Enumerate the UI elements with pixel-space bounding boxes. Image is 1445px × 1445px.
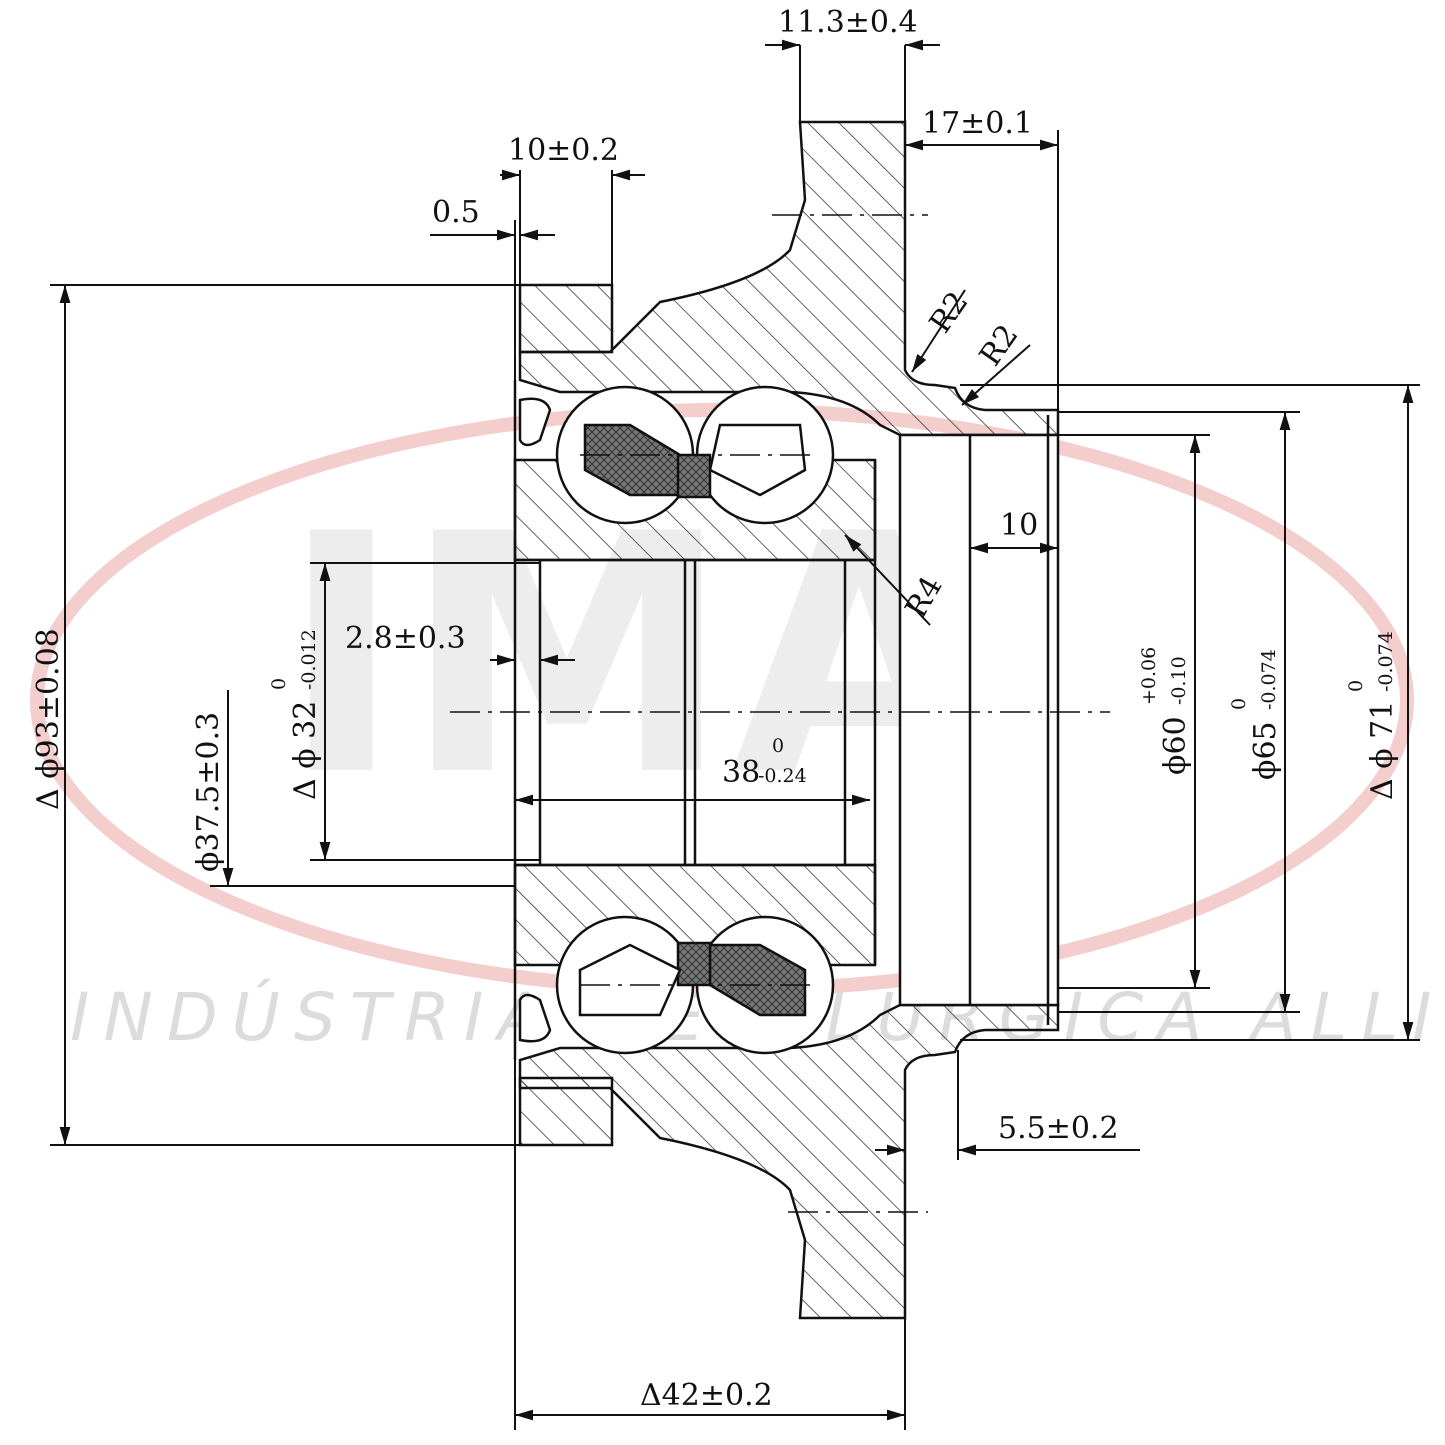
dim-71-lower: -0.074 xyxy=(1375,631,1397,692)
dim-65: ϕ65 xyxy=(1248,721,1283,780)
cage-top-right xyxy=(708,423,807,497)
dim-60-lower: -0.10 xyxy=(1168,656,1190,705)
dim-2-8: 2.8±0.3 xyxy=(345,621,466,656)
dim-38-upper: 0 xyxy=(772,735,784,757)
dim-11-3: 11.3±0.4 xyxy=(778,5,918,40)
seal-bottom xyxy=(518,993,552,1043)
pilot-bore xyxy=(898,433,1060,1007)
dim-38-lower: -0.24 xyxy=(758,765,807,787)
hub-lower-flange xyxy=(518,1003,1060,1320)
dim-71: Δ ϕ 71 xyxy=(1365,701,1400,800)
cage-top-mid xyxy=(676,453,712,499)
dim-37-5: ϕ37.5±0.3 xyxy=(191,712,226,872)
dim-r2-b: R2 xyxy=(973,318,1026,372)
hub-upper-flange xyxy=(518,120,1060,437)
cage-bottom-mid xyxy=(676,941,712,987)
dim-60: ϕ60 xyxy=(1158,716,1193,775)
dim-71-upper: 0 xyxy=(1345,680,1367,692)
dim-10-inner: 10 xyxy=(1000,508,1038,543)
bearing-balls xyxy=(518,385,835,1055)
dimension-lines xyxy=(50,39,1420,1430)
dim-17: 17±0.1 xyxy=(922,106,1033,141)
dim-r2-a: R2 xyxy=(923,285,976,339)
dim-38: 38 xyxy=(722,755,760,790)
dim-32: Δ ϕ 32 xyxy=(288,701,323,800)
dim-32-upper: 0 xyxy=(268,678,290,690)
dim-0-5: 0.5 xyxy=(432,195,480,230)
washer-bottom xyxy=(518,1076,614,1147)
dim-65-upper: 0 xyxy=(1228,698,1250,710)
dim-60-upper: +0.06 xyxy=(1138,647,1160,705)
washer-top xyxy=(518,283,614,354)
dim-10-top: 10±0.2 xyxy=(508,133,619,168)
dim-32-lower: -0.012 xyxy=(298,629,320,690)
dim-5-5: 5.5±0.2 xyxy=(998,1111,1119,1146)
centerlines xyxy=(450,214,1110,1213)
cage-bottom-left xyxy=(578,943,682,1017)
dim-42: Δ42±0.2 xyxy=(640,1378,773,1413)
dim-93: Δ ϕ93±0.08 xyxy=(31,628,66,810)
dim-65-lower: -0.074 xyxy=(1258,649,1280,710)
seal-top xyxy=(518,397,552,447)
